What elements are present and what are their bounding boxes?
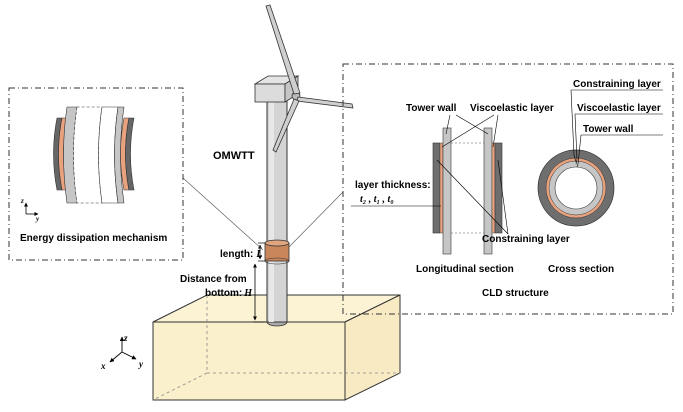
mini-axis: z y <box>20 197 40 223</box>
layer-thickness-label: layer thickness: <box>355 180 431 191</box>
axis-triad: z y x <box>100 333 144 371</box>
viscoelastic-label: Viscoelastic layer <box>470 103 554 114</box>
cld-box <box>342 63 674 315</box>
tower-wall-label: Tower wall <box>406 103 457 114</box>
cross-section-label: Cross section <box>548 264 614 275</box>
cross-viscoelastic-label: Viscoelastic layer <box>577 103 661 114</box>
mini-axis-y: y <box>35 215 40 223</box>
cross-constraining-label: Constraining layer <box>573 79 661 90</box>
distance-label-line2: bottom:H <box>205 288 253 299</box>
thickness-vars-label: t₂ , t₁ , t₀ <box>360 194 394 205</box>
energy-label: Energy dissipation mechanism <box>20 233 167 244</box>
mini-axis-z: z <box>20 197 24 205</box>
longitudinal-label: Longitudinal section <box>416 264 514 275</box>
distance-dimension <box>253 263 265 323</box>
axis-x-label: x <box>100 361 106 371</box>
length-label: length:L <box>220 249 262 260</box>
leader-right <box>288 191 344 248</box>
leader-left <box>182 177 264 251</box>
energy-mechanism-figure <box>53 106 135 204</box>
cld-band <box>264 239 290 265</box>
cross-tower-label: Tower wall <box>583 124 634 135</box>
foundation-block <box>152 294 401 401</box>
distance-label-line1: Distance from <box>180 274 247 285</box>
cld-structure-label: CLD structure <box>482 288 549 299</box>
tower <box>266 99 288 327</box>
turbine-label: OMWTT <box>213 150 255 162</box>
cld-callouts <box>351 89 663 235</box>
axis-y-label: y <box>138 359 144 369</box>
constraining-label: Constraining layer <box>482 234 570 245</box>
cross-section-figure <box>537 149 615 227</box>
axis-z-label: z <box>123 333 128 343</box>
energy-box <box>8 87 184 261</box>
blades <box>265 4 354 153</box>
